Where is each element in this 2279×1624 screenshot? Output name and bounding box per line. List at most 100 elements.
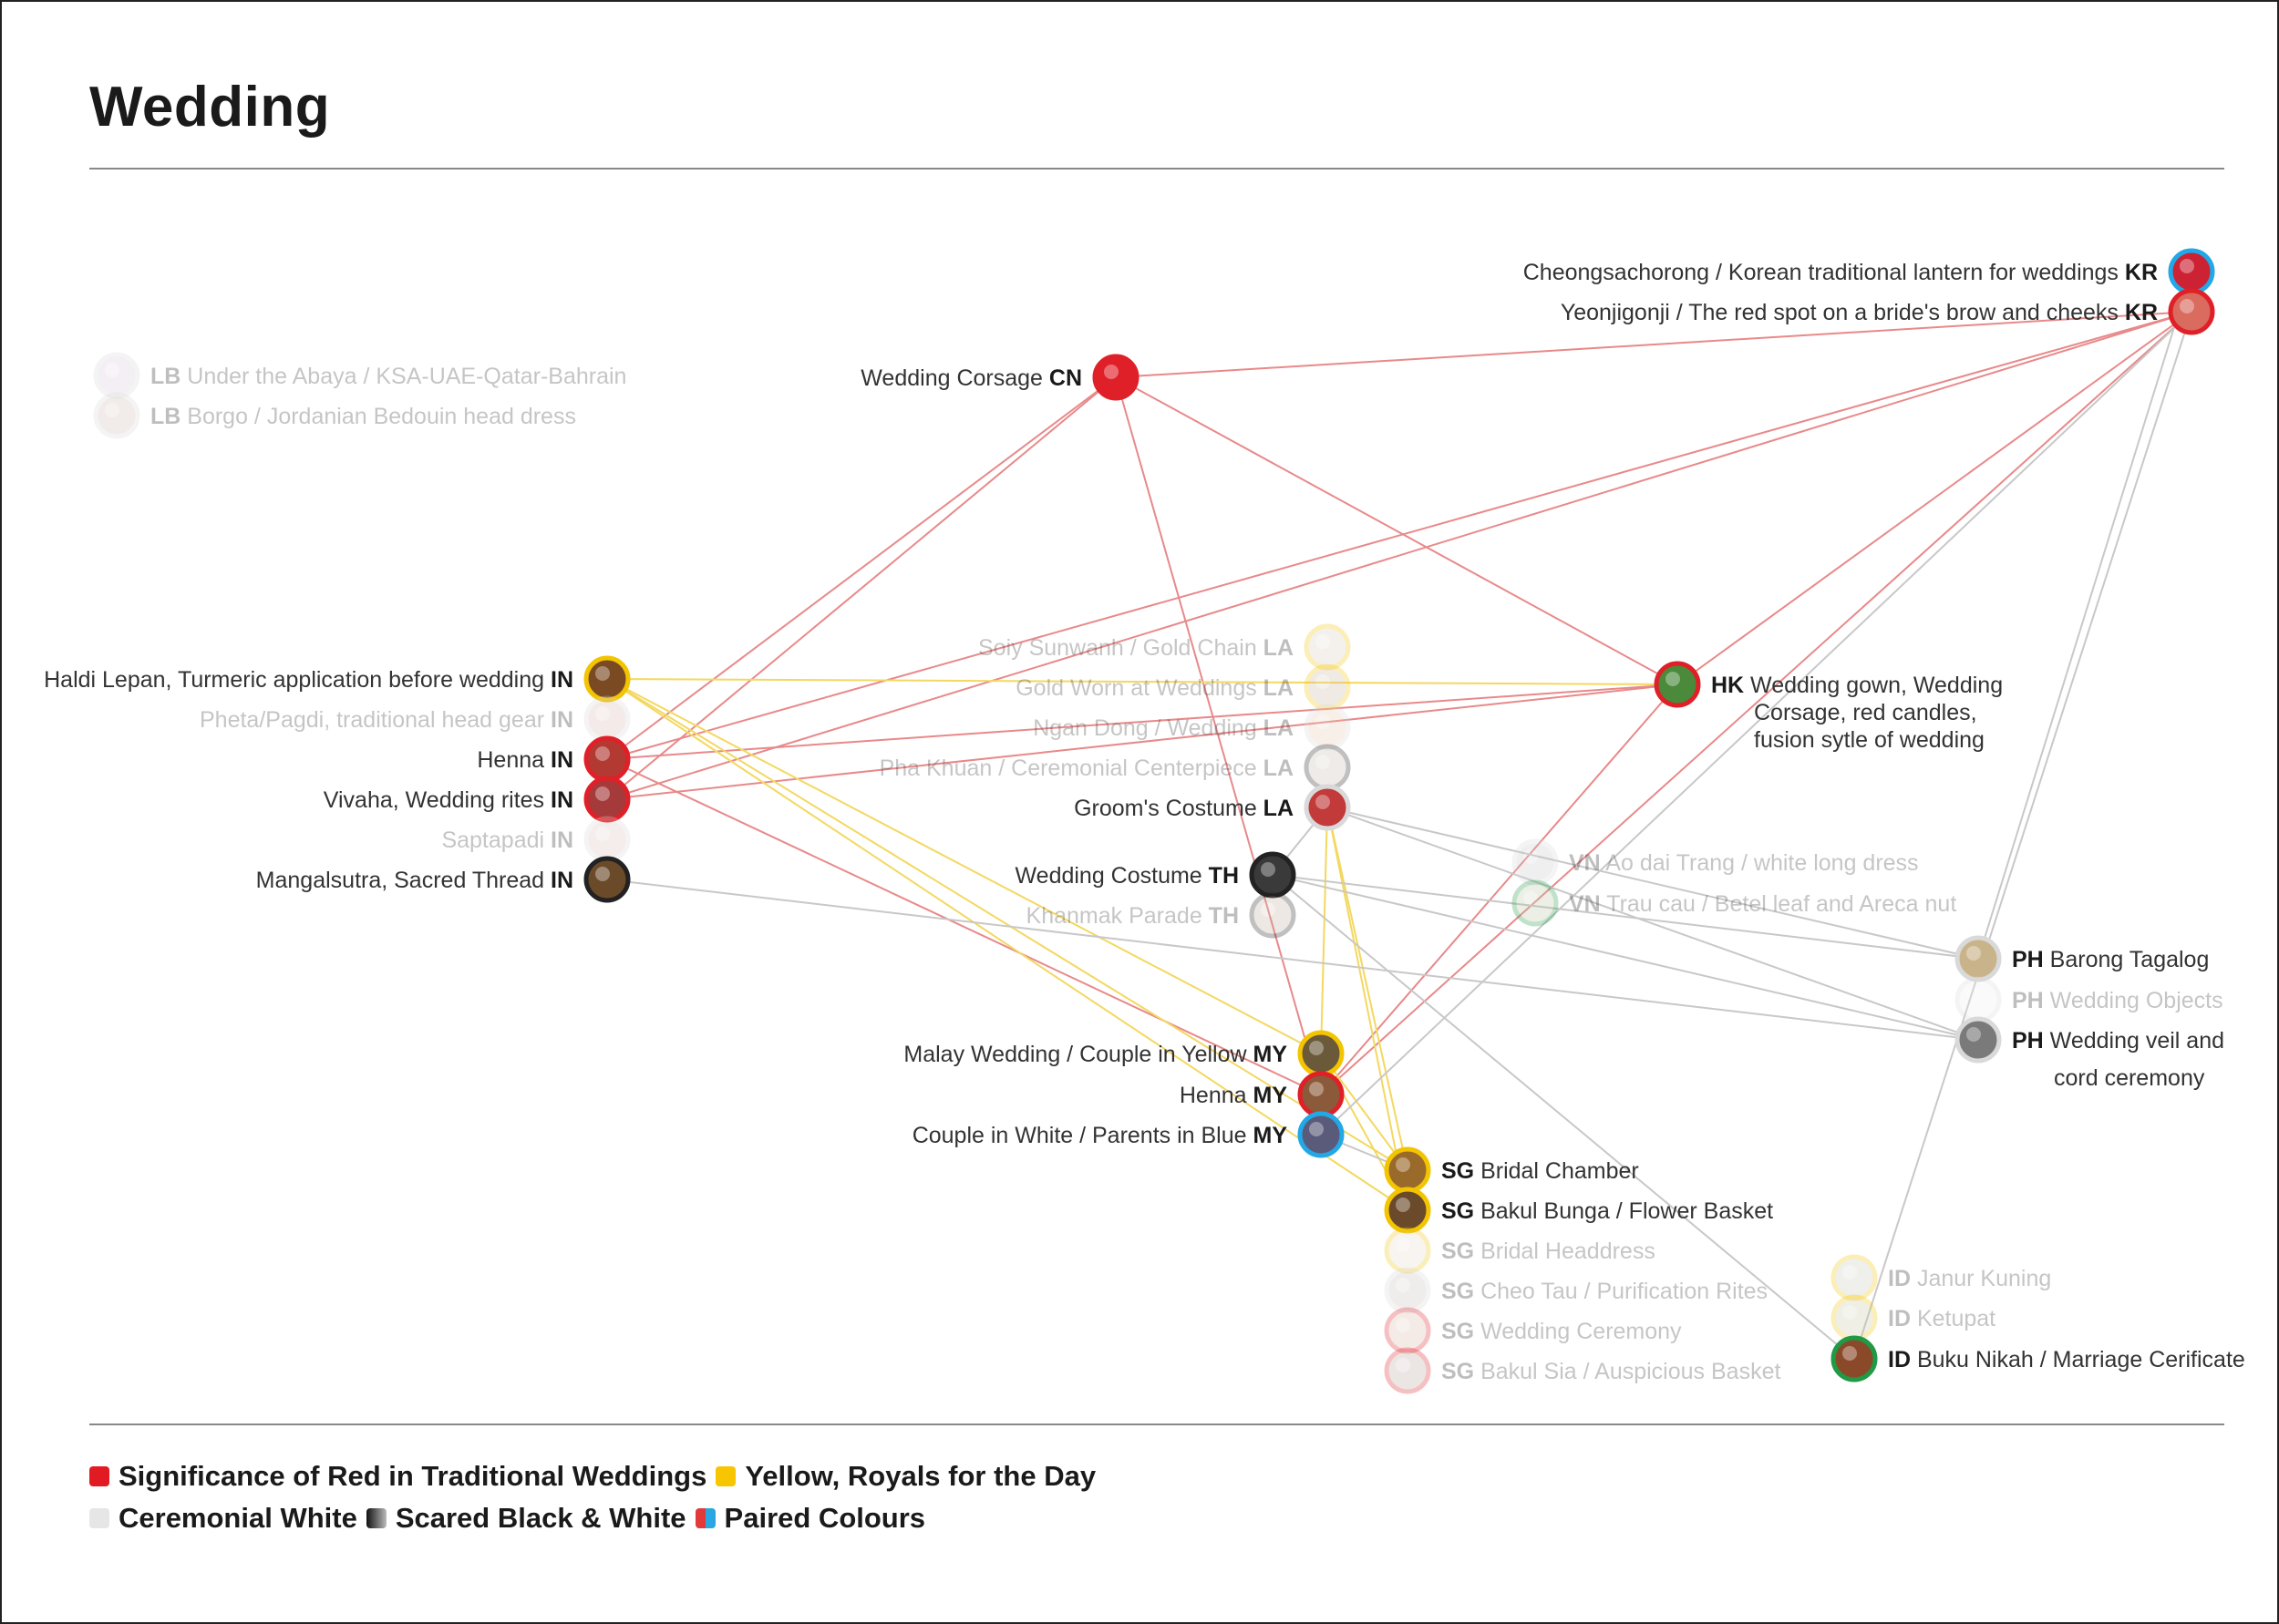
country-code: IN — [551, 707, 573, 733]
node-my3[interactable]: Couple in White / Parents in Blue MY — [913, 1111, 1345, 1158]
node-photo-icon — [1511, 879, 1559, 927]
country-code: LB — [150, 364, 180, 389]
item-name: Pheta/Pagdi, traditional head gear — [200, 707, 551, 733]
edge-la5-my1 — [1320, 807, 1328, 1054]
node-in5[interactable]: Saptapadi IN — [441, 816, 631, 863]
node-in2[interactable]: Pheta/Pagdi, traditional head gear IN — [200, 695, 631, 743]
bottom-divider — [89, 1424, 2224, 1425]
edge-cn-kr2 — [1115, 311, 2192, 378]
node-label: Vivaha, Wedding rites IN — [324, 787, 573, 813]
edge-in3-my2 — [606, 758, 1322, 1095]
item-name: Cheo Tau / Purification Rites — [1474, 1279, 1768, 1304]
node-label: Malay Wedding / Couple in Yellow MY — [903, 1042, 1287, 1067]
node-la5[interactable]: Groom's Costume LA — [1074, 784, 1351, 831]
edge-in4-hk — [606, 684, 1678, 800]
node-la3[interactable]: Ngan Dong / Wedding LA — [1033, 704, 1351, 751]
page-title: Wedding — [89, 76, 331, 139]
node-sg3[interactable]: SG Bridal Headdress — [1384, 1227, 1655, 1274]
node-lb2[interactable]: LB Borgo / Jordanian Bedouin head dress — [93, 392, 576, 439]
edge-cn-in3 — [606, 376, 1117, 760]
country-code: LA — [1263, 796, 1294, 821]
node-cn[interactable]: Wedding Corsage CN — [861, 354, 1140, 401]
node-photo-icon — [1384, 1187, 1431, 1234]
item-name: Malay Wedding / Couple in Yellow — [903, 1042, 1253, 1067]
edge-kr2-in3 — [606, 311, 2192, 760]
node-photo-highlight — [1315, 795, 1330, 809]
item-name: Bridal Chamber — [1474, 1158, 1639, 1184]
node-photo-highlight — [595, 706, 610, 721]
node-vn2[interactable]: VN Trau cau / Betel leaf and Areca nut — [1511, 879, 1956, 927]
node-label-continued: fusion sytle of wedding — [1754, 727, 1985, 753]
country-code: KR — [2125, 300, 2158, 325]
node-sg1[interactable]: SG Bridal Chamber — [1384, 1146, 1639, 1194]
country-code: TH — [1209, 903, 1239, 929]
node-photo-icon — [583, 655, 631, 703]
node-la2[interactable]: Gold Worn at Weddings LA — [1016, 663, 1351, 711]
edge-in6-ph3 — [606, 879, 1979, 1041]
item-name: Ao dai Trang / white long dress — [1601, 850, 1919, 876]
node-photo-highlight — [1966, 987, 1981, 1002]
node-photo-highlight — [1309, 1082, 1324, 1096]
node-my1[interactable]: Malay Wedding / Couple in Yellow MY — [903, 1030, 1345, 1077]
node-id2[interactable]: ID Ketupat — [1830, 1294, 1995, 1341]
node-sg5[interactable]: SG Wedding Ceremony — [1384, 1307, 1682, 1354]
node-label: Khanmak Parade TH — [1026, 903, 1239, 929]
country-code: CN — [1049, 365, 1082, 391]
node-photo-icon — [1249, 851, 1296, 899]
country-code: TH — [1209, 863, 1239, 889]
node-photo-highlight — [1842, 1265, 1857, 1280]
node-in3[interactable]: Henna IN — [477, 735, 631, 783]
item-name: Mangalsutra, Sacred Thread — [256, 868, 551, 893]
node-photo-highlight — [595, 666, 610, 681]
node-in4[interactable]: Vivaha, Wedding rites IN — [324, 776, 631, 823]
item-name: Buku Nikah / Marriage Cerificate — [1911, 1347, 2245, 1372]
node-in1[interactable]: Haldi Lepan, Turmeric application before… — [44, 655, 631, 703]
edge-kr2-my2 — [1320, 311, 2192, 1095]
node-th2[interactable]: Khanmak Parade TH — [1026, 891, 1296, 939]
node-id1[interactable]: ID Janur Kuning — [1830, 1254, 2051, 1301]
node-label: Saptapadi IN — [441, 827, 573, 853]
node-kr2[interactable]: Yeonjigonji / The red spot on a bride's … — [1561, 288, 2215, 335]
node-la1[interactable]: Soiy Sunwanh / Gold Chain LA — [978, 623, 1351, 671]
country-code: LB — [150, 404, 180, 429]
node-label: VN Ao dai Trang / white long dress — [1569, 850, 1919, 876]
node-photo-highlight — [105, 363, 119, 377]
node-photo-highlight — [595, 786, 610, 801]
node-label: VN Trau cau / Betel leaf and Areca nut — [1569, 891, 1956, 917]
node-photo-icon — [1249, 891, 1296, 939]
country-code: SG — [1441, 1279, 1474, 1304]
country-code: IN — [551, 787, 573, 813]
node-photo-highlight — [1315, 755, 1330, 769]
node-kr1[interactable]: Cheongsachorong / Korean traditional lan… — [1523, 248, 2215, 295]
node-label: Pheta/Pagdi, traditional head gear IN — [200, 707, 573, 733]
node-label: LB Under the Abaya / KSA-UAE-Qatar-Bahra… — [150, 364, 626, 389]
edge-hk-my2 — [1320, 684, 1678, 1095]
node-in6[interactable]: Mangalsutra, Sacred Thread IN — [256, 856, 631, 903]
legend-item-yellow: Yellow, Royals for the Day — [716, 1460, 1096, 1493]
node-ph2[interactable]: PH Wedding Objects — [1954, 976, 2223, 1023]
country-code: SG — [1441, 1359, 1474, 1384]
node-sg6[interactable]: SG Bakul Sia / Auspicious Basket — [1384, 1347, 1780, 1394]
node-la4[interactable]: Pha Khuan / Ceremonial Centerpiece LA — [880, 744, 1351, 791]
item-name: Wedding veil and — [2044, 1028, 2224, 1054]
node-my2[interactable]: Henna MY — [1180, 1071, 1345, 1118]
item-name: Soiy Sunwanh / Gold Chain — [978, 635, 1263, 661]
edge-in1-hk — [606, 678, 1678, 685]
item-nodes: Cheongsachorong / Korean traditional lan… — [44, 248, 2245, 1394]
country-code: PH — [2012, 947, 2044, 972]
node-sg4[interactable]: SG Cheo Tau / Purification Rites — [1384, 1267, 1768, 1314]
legend-label: Scared Black & White — [395, 1502, 686, 1534]
node-photo-highlight — [2180, 259, 2194, 273]
node-label: Henna MY — [1180, 1083, 1287, 1108]
node-vn1[interactable]: VN Ao dai Trang / white long dress — [1511, 838, 1919, 886]
node-th1[interactable]: Wedding Costume TH — [1016, 851, 1296, 899]
node-ph1[interactable]: PH Barong Tagalog — [1954, 935, 2209, 982]
node-id3[interactable]: ID Buku Nikah / Marriage Cerificate — [1830, 1335, 2245, 1382]
item-name: Trau cau / Betel leaf and Areca nut — [1601, 891, 1957, 917]
node-sg2[interactable]: SG Bakul Bunga / Flower Basket — [1384, 1187, 1773, 1234]
node-lb1[interactable]: LB Under the Abaya / KSA-UAE-Qatar-Bahra… — [93, 352, 626, 399]
node-photo-highlight — [1315, 714, 1330, 729]
legend-row-2: Ceremonial White Scared Black & White Pa… — [89, 1502, 934, 1535]
